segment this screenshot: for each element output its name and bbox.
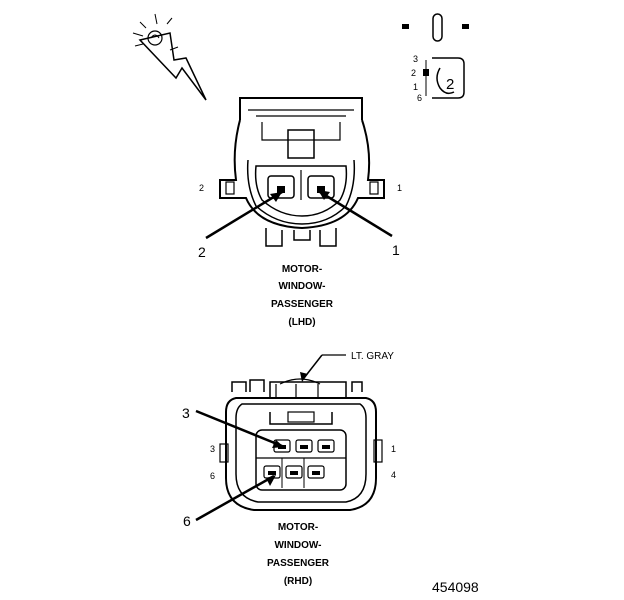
rhd-label-line-1: MOTOR- (278, 522, 318, 533)
lhd-label-line-2: WINDOW- (278, 281, 325, 292)
rhd-side-pin-bottom-right: 4 (391, 470, 396, 480)
lhd-label-line-3: PASSENGER (271, 299, 334, 310)
rhd-callout-top: 3 (182, 405, 190, 421)
legend-pin-2: 2 (411, 68, 416, 78)
legend-pin-1: 1 (413, 82, 418, 92)
rhd-side-pin-top-right: 1 (391, 444, 396, 454)
bottom-connector-rhd (219, 378, 383, 511)
callout-arrow-rhd-6 (195, 474, 275, 522)
callout-arrow-rhd-3 (195, 409, 283, 448)
lhd-side-pin-left: 2 (199, 183, 204, 193)
rhd-label-line-4: (RHD) (284, 576, 312, 587)
rhd-side-pin-top-left: 3 (210, 444, 215, 454)
rhd-side-pin-bottom-left: 6 (210, 471, 215, 481)
callout-arrow-lhd-2 (205, 190, 283, 240)
lhd-label-line-4: (LHD) (288, 317, 315, 328)
rhd-label-line-2: WINDOW- (274, 540, 321, 551)
lhd-side-pin-right: 1 (397, 183, 402, 193)
top-connector-lhd (219, 97, 385, 247)
callout-arrow-lhd-1 (319, 190, 393, 238)
lhd-label-line-1: MOTOR- (282, 264, 322, 275)
lhd-callout-left: 2 (198, 244, 206, 260)
rhd-callout-bottom: 6 (183, 513, 191, 529)
terminal-legend-icon (402, 13, 469, 99)
test-probe-icon (132, 13, 207, 101)
legend-pin-6: 6 (417, 93, 422, 103)
figure-id: 454098 (432, 579, 479, 595)
legend-pin-3: 3 (413, 54, 418, 64)
color-callout-label: LT. GRAY (351, 351, 394, 362)
legend-terminal-number: 2 (446, 76, 454, 93)
rhd-label-line-3: PASSENGER (267, 558, 330, 569)
lhd-callout-right: 1 (392, 242, 400, 258)
